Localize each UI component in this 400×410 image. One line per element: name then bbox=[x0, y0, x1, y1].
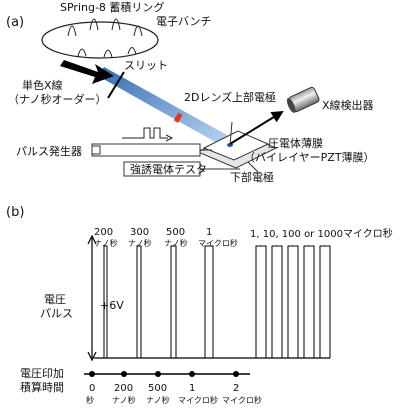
time-tick-5-value: 2 bbox=[233, 383, 240, 394]
short-pulses bbox=[103, 245, 214, 358]
voltage-label: 電圧 bbox=[44, 293, 66, 306]
bottom-electrode-label: 下部電極 bbox=[230, 171, 274, 184]
piezo-film bbox=[202, 130, 270, 161]
piezo-sub-label: （バイレイヤーPZT薄膜） bbox=[244, 151, 375, 164]
mono-xray-sub-label: （ナノ秒オーダー） bbox=[8, 93, 107, 106]
time-tick-2-value: 200 bbox=[114, 383, 134, 394]
ferro-tester-label: 強誘電体テスタ bbox=[130, 163, 207, 176]
time-tick-4-unit: マイクロ秒 bbox=[178, 396, 218, 405]
time-tick-1-value: 0 bbox=[89, 383, 96, 394]
pulse-width-long-label: 1, 10, 100 or 1000マイクロ秒 bbox=[250, 229, 393, 240]
slit bbox=[107, 71, 125, 99]
xray-beam bbox=[98, 67, 236, 148]
long-pulses bbox=[255, 245, 331, 358]
time-tick-1-unit: 秒 bbox=[86, 396, 94, 405]
pulse-generator-box bbox=[91, 143, 201, 157]
pulse-width-1-unit: ナノ秒 bbox=[94, 239, 118, 248]
time-tick-2-unit: ナノ秒 bbox=[112, 396, 136, 405]
generator-pulse-train bbox=[122, 127, 168, 139]
pulse-width-4-value: 1 bbox=[206, 227, 213, 238]
storage-ring bbox=[41, 21, 159, 59]
panel-a-tag: (a) bbox=[6, 15, 25, 30]
pulse-width-3-value: 500 bbox=[166, 227, 186, 238]
pulse-width-3-unit: ナノ秒 bbox=[164, 239, 188, 248]
time-tick-3-unit: ナノ秒 bbox=[146, 396, 170, 405]
panel-b-tag: (b) bbox=[6, 205, 25, 220]
2d-lens-mark bbox=[173, 112, 183, 123]
voltage-level-label: +6V bbox=[100, 299, 124, 312]
pulse-width-1-value: 200 bbox=[94, 227, 114, 238]
accum-time-label-2: 積算時間 bbox=[20, 381, 64, 394]
storage-ring-label: SPring-8 蓄積リング bbox=[60, 1, 165, 14]
electron-bunch-label: 電子バンチ bbox=[156, 15, 212, 28]
2d-lens-label: 2Dレンズ bbox=[184, 91, 233, 104]
top-electrode-label: 上部電極 bbox=[232, 91, 276, 104]
time-tick-4-value: 1 bbox=[189, 383, 196, 394]
time-axis-dots bbox=[89, 371, 239, 377]
accum-time-label: 電圧印加 bbox=[20, 367, 64, 380]
diffracted-ray bbox=[229, 110, 284, 145]
time-tick-5-unit: マイクロ秒 bbox=[222, 396, 262, 405]
pulse-width-2-unit: ナノ秒 bbox=[128, 239, 152, 248]
mono-xray-label: 単色X線 bbox=[22, 79, 63, 92]
pulse-generator-label: パルス発生器 bbox=[16, 145, 82, 158]
voltage-label-2: パルス bbox=[40, 307, 73, 320]
beam-arrow bbox=[60, 60, 114, 84]
pulse-width-4-unit: マイクロ秒 bbox=[198, 239, 238, 248]
pulse-width-2-value: 300 bbox=[130, 227, 150, 238]
slit-label: スリット bbox=[124, 59, 168, 72]
time-tick-3-value: 500 bbox=[148, 383, 168, 394]
detector-label: X線検出器 bbox=[322, 99, 374, 112]
electron-bunches bbox=[67, 18, 143, 58]
xray-detector bbox=[286, 86, 320, 113]
piezo-label: 圧電体薄膜 bbox=[268, 137, 323, 150]
wiring bbox=[200, 121, 259, 173]
